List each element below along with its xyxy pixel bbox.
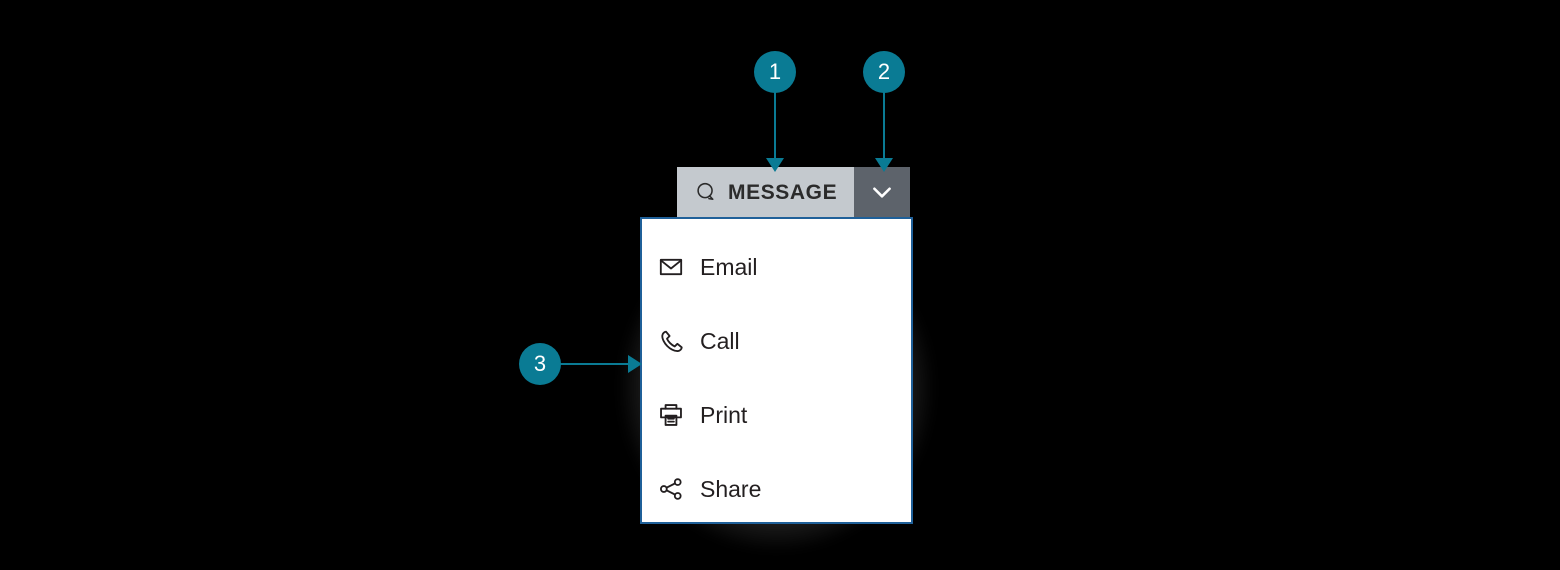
menu-item-call-label: Call <box>700 327 740 354</box>
menu-item-print[interactable]: Print <box>642 389 911 441</box>
callout-3-arrowhead <box>628 355 642 373</box>
callout-1-arrowhead <box>766 158 784 172</box>
envelope-icon <box>658 254 684 280</box>
callout-2-arrowhead <box>875 158 893 172</box>
callout-badge-2: 2 <box>863 51 905 93</box>
menu-item-email-label: Email <box>700 253 758 280</box>
menu-item-print-label: Print <box>700 401 748 428</box>
dropdown-toggle[interactable] <box>854 167 911 217</box>
menu-item-share[interactable]: Share <box>642 463 911 515</box>
menu-item-call[interactable]: Call <box>642 315 911 367</box>
menu-item-share-label: Share <box>700 475 762 502</box>
message-button[interactable]: MESSAGE <box>677 167 855 217</box>
message-button-label: MESSAGE <box>728 180 838 204</box>
dropdown-menu-list: Email Call <box>642 219 911 515</box>
dropdown-panel: Email Call <box>640 217 913 524</box>
phone-icon <box>658 328 684 354</box>
callout-1-line <box>774 90 776 160</box>
share-icon <box>658 476 684 502</box>
split-button: MESSAGE <box>677 167 911 217</box>
callout-badge-1: 1 <box>754 51 796 93</box>
chevron-down-icon <box>869 179 895 205</box>
message-bubble-icon <box>695 181 717 203</box>
callout-badge-3: 3 <box>519 343 561 385</box>
menu-item-email[interactable]: Email <box>642 241 911 293</box>
callout-3-line <box>558 363 630 365</box>
printer-icon <box>658 402 684 428</box>
callout-2-line <box>883 90 885 160</box>
